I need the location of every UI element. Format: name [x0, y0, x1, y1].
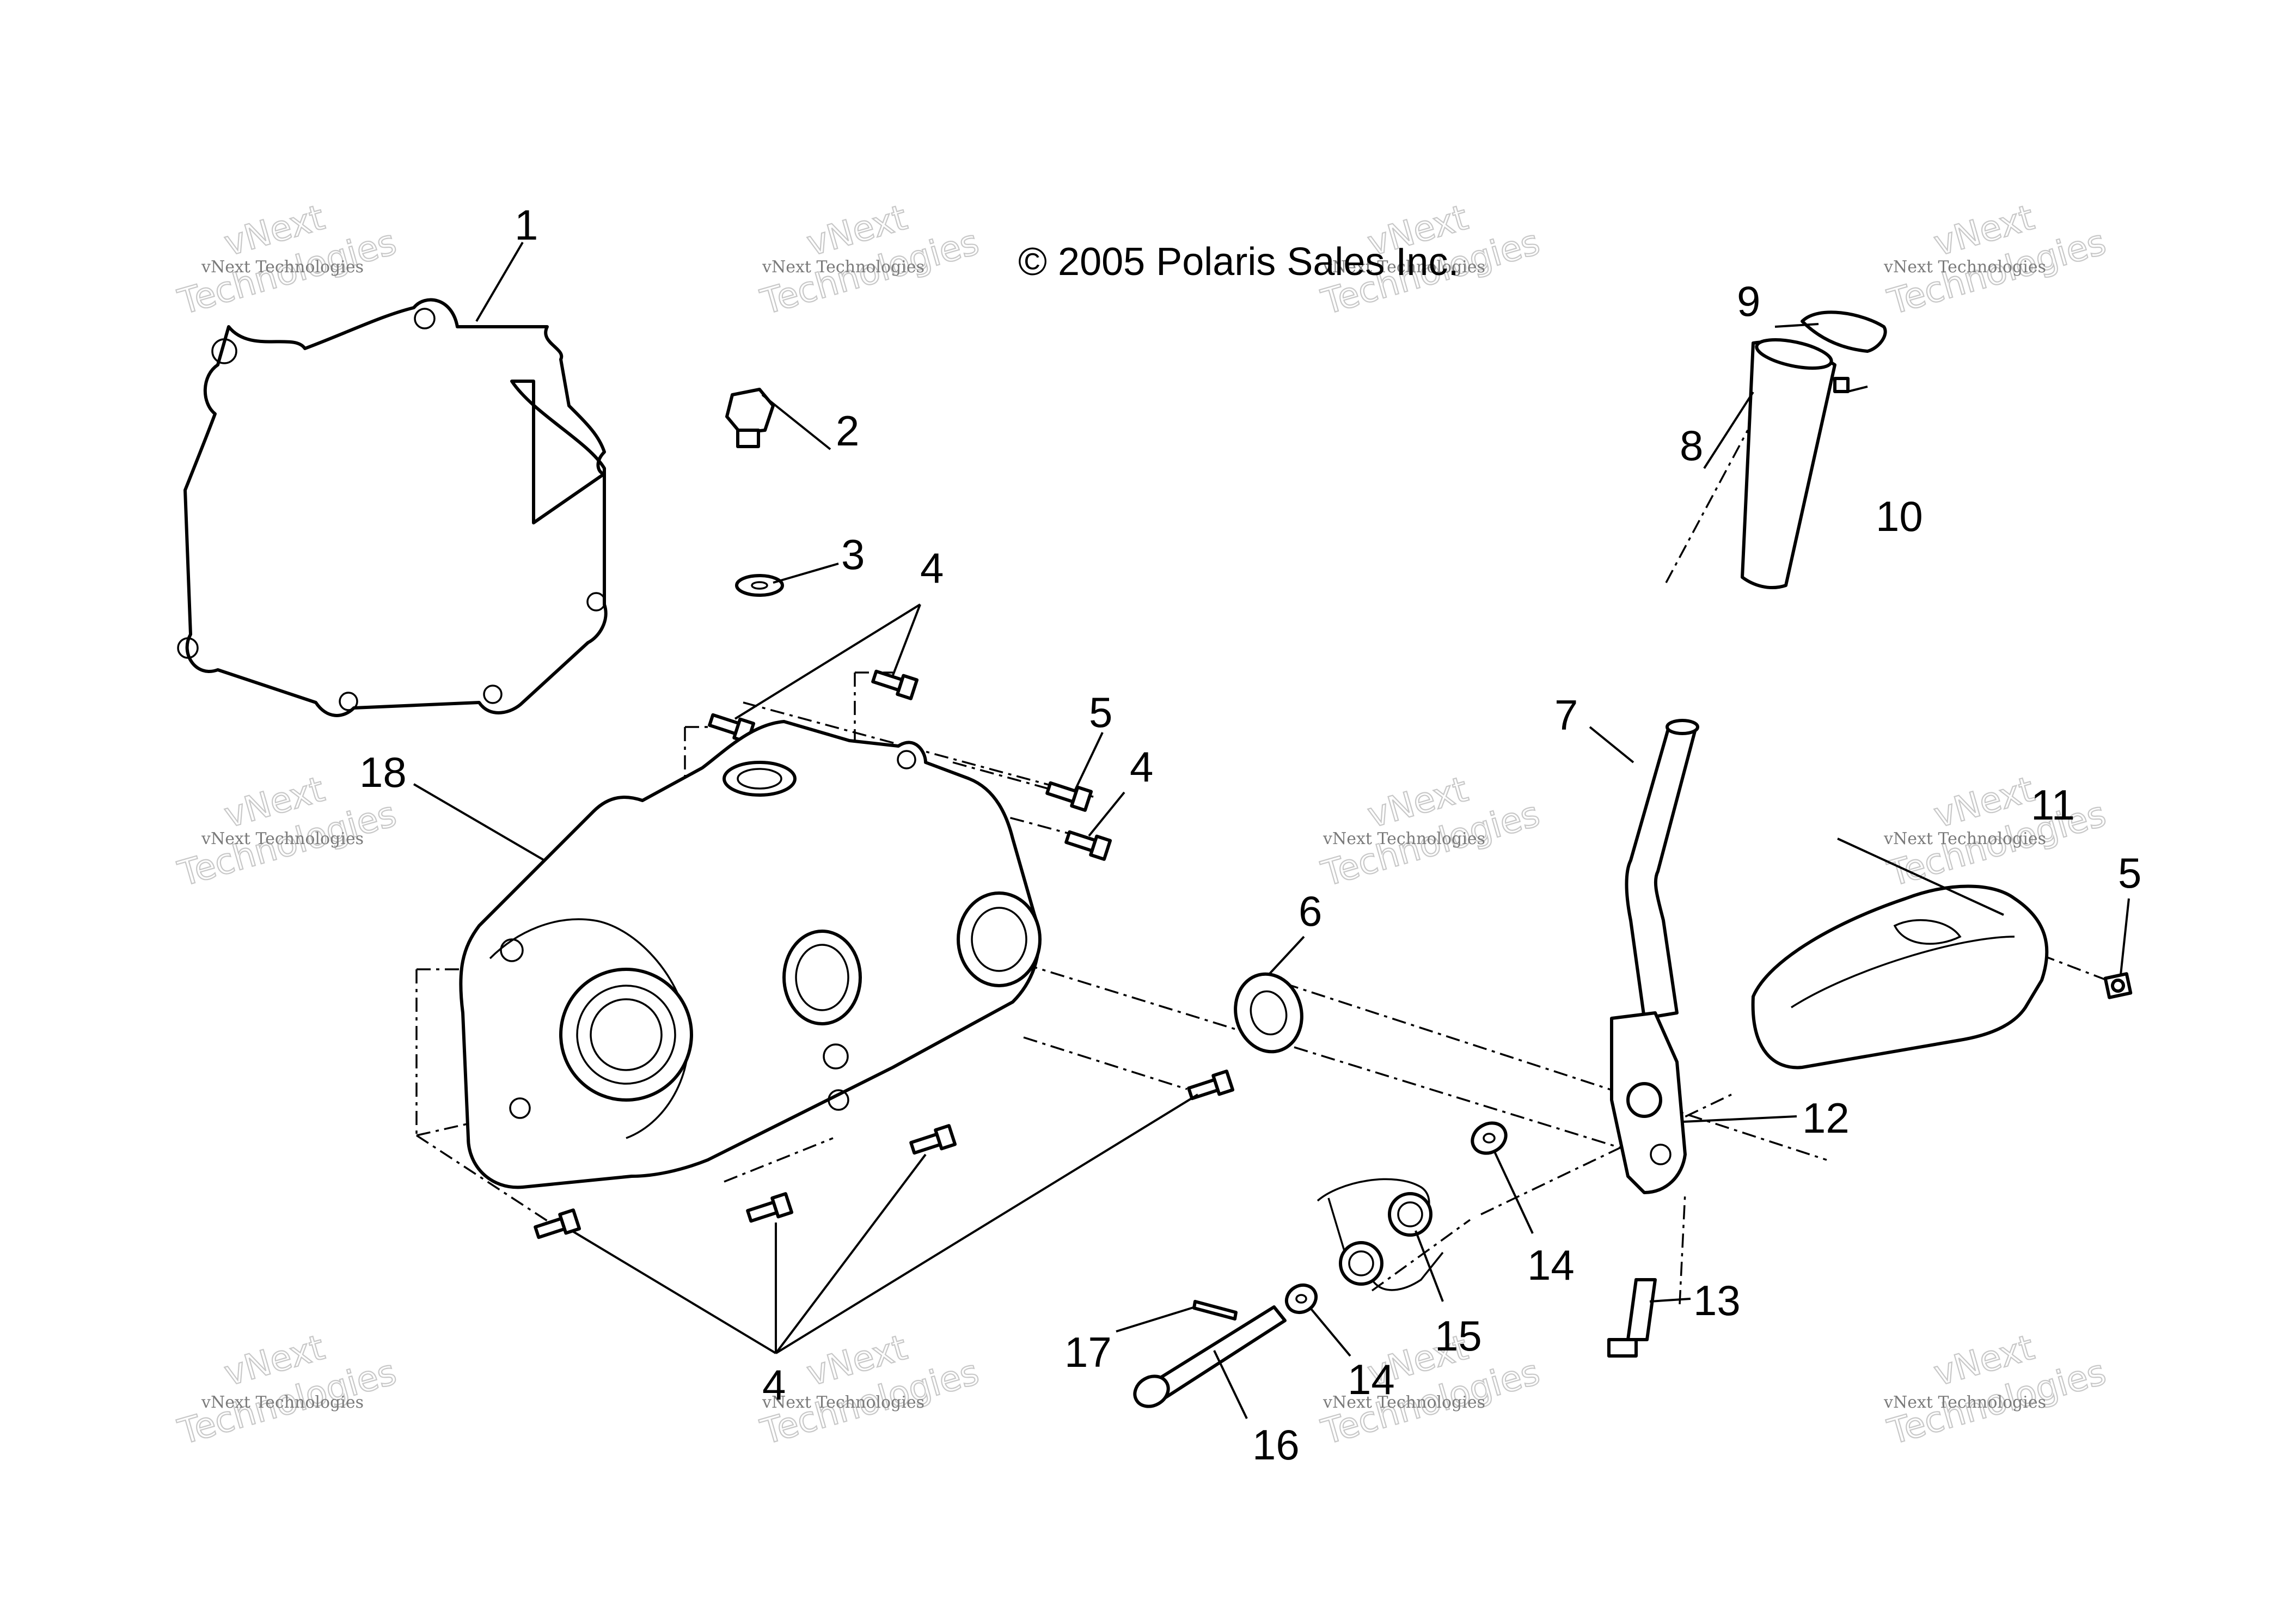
- callout-5: 5: [2118, 849, 2141, 897]
- watermark-small: vNext Technologies: [201, 258, 364, 277]
- callout-16: 16: [1252, 1421, 1300, 1469]
- watermark-small: vNext Technologies: [1883, 258, 2046, 277]
- callout-6: 6: [1299, 887, 1322, 935]
- watermark-small: vNext Technologies: [1883, 829, 2046, 848]
- washer: [1284, 1283, 1318, 1315]
- drain-plug: [725, 388, 775, 448]
- watermark-small: vNext Technologies: [1323, 258, 1485, 277]
- watermark-small: vNext Technologies: [762, 258, 924, 277]
- arm-bolt: [1607, 1278, 1657, 1358]
- callout-14: 14: [1527, 1241, 1575, 1289]
- callout-1: 1: [515, 201, 538, 249]
- callout-5: 5: [1089, 688, 1112, 736]
- shift-plate: [1751, 884, 2049, 1070]
- transmission-case-cover: [459, 720, 1042, 1189]
- gasket: [177, 298, 608, 717]
- callouts: 1 2 3 4 5 4 18 6 7 8 9 10 11 5 12 13 14 …: [359, 201, 2141, 1469]
- callout-4: 4: [1130, 743, 1153, 791]
- callout-14: 14: [1348, 1355, 1395, 1403]
- watermark-small: vNext Technologies: [1323, 829, 1485, 848]
- shift-lever: [1625, 719, 1699, 1020]
- copyright-text: © 2005 Polaris Sales Inc.: [1018, 240, 1459, 284]
- return-spring: [1317, 1178, 1444, 1291]
- callout-12: 12: [1802, 1094, 1850, 1142]
- callout-3: 3: [841, 530, 865, 578]
- callout-18: 18: [359, 748, 407, 796]
- callout-8: 8: [1680, 421, 1703, 469]
- callout-4: 4: [920, 544, 944, 592]
- watermark-small: vNext Technologies: [201, 829, 364, 848]
- callout-13: 13: [1693, 1276, 1741, 1324]
- washer: [1471, 1121, 1508, 1155]
- callout-4: 4: [762, 1361, 786, 1409]
- shift-arm: [1610, 1011, 1687, 1194]
- sealing-washer: [735, 574, 784, 597]
- watermark-small: vNext Technologies: [201, 1393, 364, 1412]
- knob-cap: [1801, 310, 1887, 353]
- leader-lines: [413, 241, 2130, 1419]
- pivot-pin: [1133, 1305, 1287, 1408]
- callout-11: 11: [2031, 781, 2075, 829]
- oil-seal: [1234, 972, 1303, 1054]
- callout-17: 17: [1064, 1328, 1112, 1376]
- cotter-pin: [1192, 1300, 1238, 1321]
- callout-15: 15: [1435, 1312, 1482, 1360]
- screw: [1833, 377, 1850, 393]
- callout-7: 7: [1554, 691, 1578, 739]
- callout-2: 2: [836, 407, 859, 455]
- callout-10: 10: [1876, 492, 1923, 540]
- callout-9: 9: [1737, 277, 1760, 325]
- watermark-small: vNext Technologies: [1883, 1393, 2046, 1412]
- bolts: [534, 669, 2133, 1239]
- watermark-small: vNext Technologies: [762, 1393, 924, 1412]
- shift-grip: [1741, 338, 1836, 590]
- watermark-small: vNext Technologies: [1323, 1393, 1485, 1412]
